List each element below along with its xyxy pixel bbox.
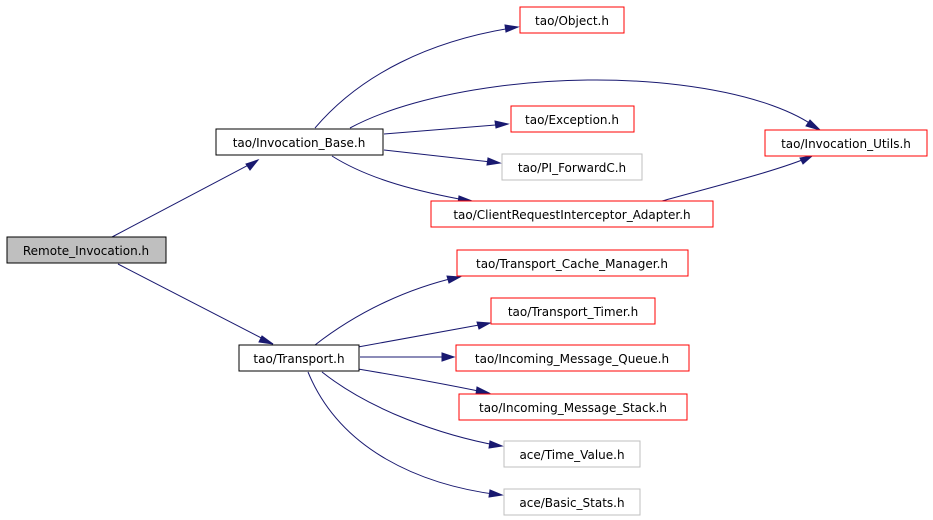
node-transport-cache-manager[interactable]: tao/Transport_Cache_Manager.h (456, 249, 689, 277)
node-label: ace/Basic_Stats.h (519, 496, 624, 510)
edge-invocation-base-to-client-request-interceptor-adapter (331, 155, 471, 202)
node-client-request-interceptor-adapter[interactable]: tao/ClientRequestInterceptor_Adapter.h (430, 200, 714, 228)
edge-invocation-base-to-pi-forwardc (383, 149, 501, 164)
edge-transport-to-time-value (321, 371, 501, 447)
node-label: tao/Invocation_Utils.h (781, 137, 911, 151)
node-invocation-utils[interactable]: tao/Invocation_Utils.h (764, 129, 928, 157)
node-basic-stats[interactable]: ace/Basic_Stats.h (503, 488, 641, 516)
arrowhead (799, 155, 814, 165)
edge-invocation-base-to-invocation-utils (349, 79, 819, 130)
graph-edges (111, 24, 822, 498)
edge-client-request-interceptor-adapter-to-invocation-utils (661, 155, 813, 202)
arrowhead (475, 386, 491, 395)
node-incoming-message-stack[interactable]: tao/Incoming_Message_Stack.h (458, 393, 688, 421)
node-incoming-message-queue[interactable]: tao/Incoming_Message_Queue.h (455, 344, 690, 372)
node-label: Remote_Invocation.h (23, 244, 149, 258)
node-label: ace/Time_Value.h (519, 448, 624, 462)
arrowhead (245, 158, 260, 171)
edge-remote-invocation-to-transport (117, 263, 274, 345)
node-transport-timer[interactable]: tao/Transport_Timer.h (490, 297, 656, 325)
node-label: tao/Transport_Cache_Manager.h (476, 257, 668, 271)
arrowhead (504, 24, 520, 33)
node-label: tao/Incoming_Message_Queue.h (475, 352, 669, 366)
edge-remote-invocation-to-invocation-base (111, 159, 259, 238)
node-label: tao/Transport.h (253, 352, 344, 366)
node-label: tao/PI_ForwardC.h (518, 161, 626, 175)
arrowhead (805, 119, 822, 132)
node-label: tao/ClientRequestInterceptor_Adapter.h (453, 208, 690, 222)
node-label: tao/Invocation_Base.h (233, 136, 366, 150)
edge-invocation-base-to-exception (383, 123, 509, 135)
graph-nodes: Remote_Invocation.h tao/Invocation_Base.… (6, 6, 928, 516)
node-transport[interactable]: tao/Transport.h (238, 344, 360, 372)
edge-transport-to-transport-timer (357, 322, 491, 348)
node-invocation-base[interactable]: tao/Invocation_Base.h (215, 128, 384, 156)
arrowhead (476, 321, 492, 330)
edge-invocation-base-to-object (314, 26, 519, 129)
edge-transport-to-transport-cache-manager (314, 276, 459, 346)
node-remote-invocation[interactable]: Remote_Invocation.h (6, 236, 167, 264)
node-exception[interactable]: tao/Exception.h (510, 105, 635, 133)
arrowhead (488, 440, 504, 449)
node-label: tao/Incoming_Message_Stack.h (479, 401, 667, 415)
arrowhead (488, 489, 504, 498)
node-label: tao/Exception.h (525, 113, 619, 127)
arrowhead (258, 335, 274, 345)
arrowhead (486, 157, 502, 166)
node-pi-forwardc[interactable]: tao/PI_ForwardC.h (501, 153, 643, 181)
node-time-value[interactable]: ace/Time_Value.h (503, 440, 641, 468)
node-label: tao/Transport_Timer.h (508, 305, 638, 319)
arrowhead (446, 275, 462, 284)
node-object[interactable]: tao/Object.h (519, 6, 625, 34)
edge-transport-to-incoming-message-stack (357, 368, 489, 394)
node-label: tao/Object.h (535, 14, 609, 28)
arrowhead (441, 352, 456, 362)
edge-transport-to-basic-stats (307, 371, 501, 496)
arrowhead (494, 120, 510, 129)
